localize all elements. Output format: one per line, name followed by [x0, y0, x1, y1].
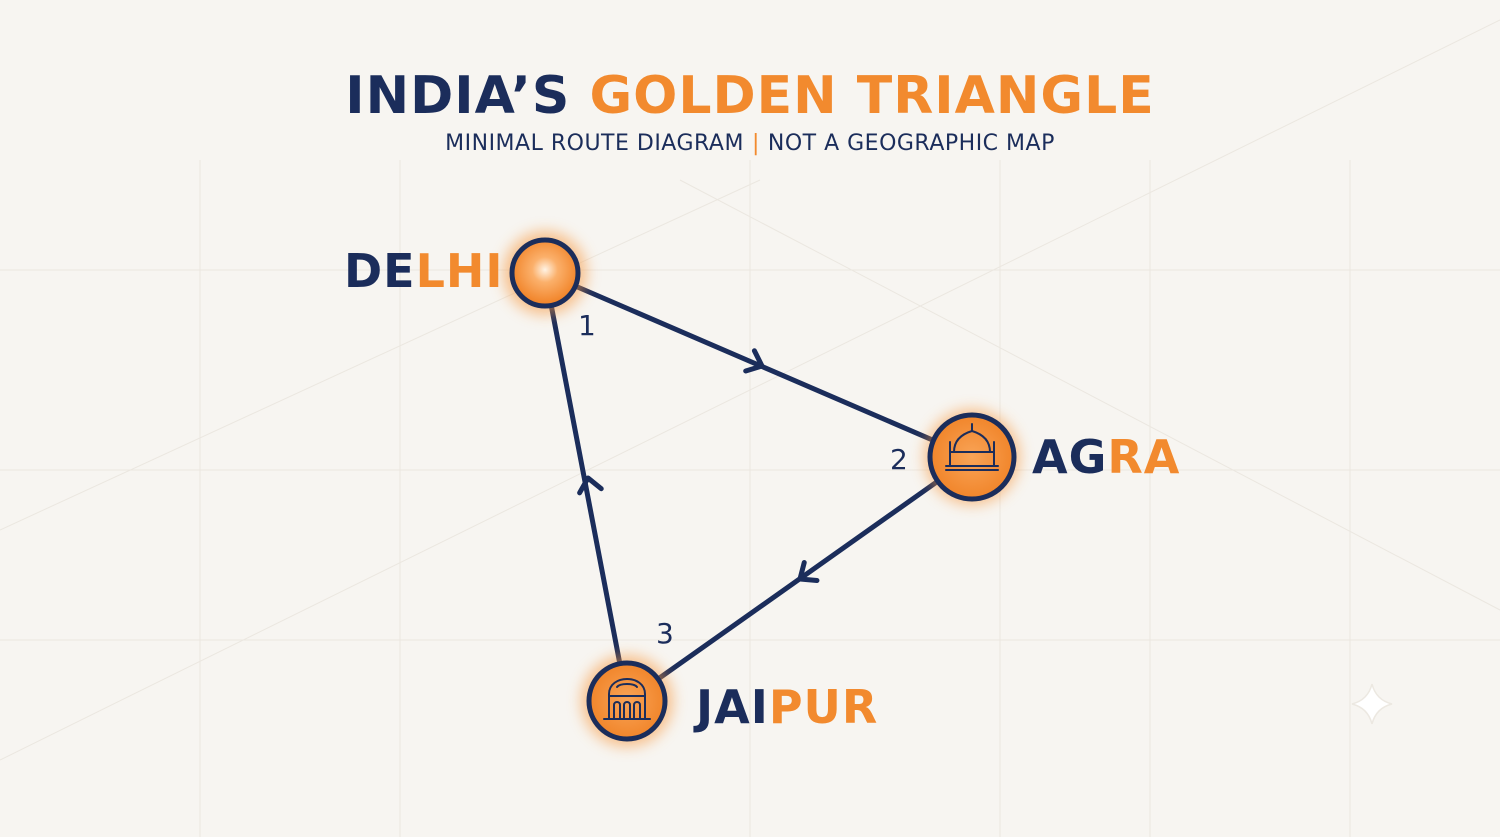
- route-arrows: [577, 348, 820, 583]
- orange-dot-icon: [509, 237, 581, 309]
- delhi-label-part-2: LHI: [415, 244, 504, 298]
- subtitle-separator: |: [751, 131, 760, 156]
- step-number-2: 2: [890, 443, 908, 476]
- page-title: INDIA’S GOLDEN TRIANGLE: [0, 66, 1500, 126]
- subtitle-right: NOT A GEOGRAPHIC MAP: [767, 131, 1055, 156]
- agra-node: [927, 412, 1017, 502]
- delhi-node: [509, 237, 581, 309]
- page-subtitle: MINIMAL ROUTE DIAGRAM | NOT A GEOGRAPHIC M…: [0, 130, 1500, 158]
- city-label-agra: AGRA: [1032, 430, 1180, 484]
- route-edges: [542, 270, 975, 704]
- jaipur-label-part-2: PUR: [768, 680, 879, 734]
- jaipur-label-part-1: JAI: [696, 680, 769, 734]
- agra-label-part-2: RA: [1107, 430, 1181, 484]
- jaipur-node: [586, 660, 668, 742]
- title-part-2: GOLDEN TRIANGLE: [589, 66, 1155, 126]
- arrow-delhi-to-agra: [743, 348, 765, 374]
- sparkle-icon: [1351, 683, 1393, 725]
- step-number-1: 1: [578, 309, 596, 342]
- hawa-mahal-icon: [603, 678, 651, 720]
- step-number-3: 3: [656, 617, 674, 650]
- agra-label-part-1: AG: [1032, 430, 1108, 484]
- title-part-1: INDIA’S: [345, 66, 571, 126]
- arrow-jaipur-to-delhi: [577, 475, 604, 496]
- background-grid: [0, 19, 1500, 837]
- delhi-label-part-1: DE: [344, 244, 416, 298]
- subtitle-left: MINIMAL ROUTE DIAGRAM: [445, 131, 744, 156]
- city-label-delhi: DELHI: [344, 244, 504, 298]
- arrow-agra-to-jaipur: [797, 560, 820, 583]
- taj-mahal-icon: [945, 423, 999, 471]
- city-label-jaipur: JAIPUR: [696, 680, 878, 734]
- edge-jaipur-delhi: [542, 270, 630, 704]
